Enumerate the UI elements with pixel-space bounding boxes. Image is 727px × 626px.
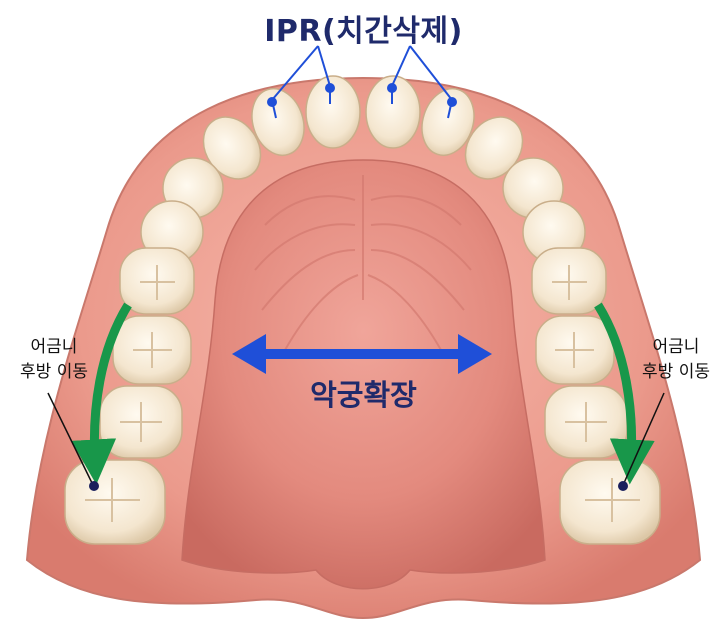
ipr-title: IPR(치간삭제) [264, 14, 463, 49]
molar-target-dot [89, 481, 99, 491]
palatal-rugae [254, 175, 472, 351]
ipr-connectors [271, 45, 453, 119]
palate [181, 159, 546, 590]
tooth-incisor [251, 88, 305, 156]
ipr-marker-dot [447, 97, 457, 107]
molar-distal-arrow-right [594, 302, 655, 485]
tooth-incisor [365, 75, 421, 149]
tooth-incisor [421, 88, 475, 156]
ipr-marker-dot [387, 83, 397, 93]
molar-distalization-label-left: 어금니 후방 이동 [2, 335, 106, 385]
arch-expansion-label: 악궁확장 [310, 378, 417, 412]
molar-label-left-line1: 어금니 [30, 337, 78, 357]
tooth-incisor [305, 75, 361, 149]
molar-label-right-line1: 어금니 [652, 337, 700, 357]
molar-grooves [85, 265, 640, 522]
molar-label-right-line2: 후방 이동 [642, 362, 710, 382]
tooth-molar [559, 459, 661, 545]
leader-line-right [623, 392, 665, 484]
ipr-marker-dot [267, 97, 277, 107]
ipr-marker-dot [325, 83, 335, 93]
tooth-molar [64, 459, 166, 545]
molar-target-dot [618, 481, 628, 491]
arch-expansion-arrow [232, 334, 492, 374]
molar-label-left-line2: 후방 이동 [20, 362, 88, 382]
leader-line-left [47, 392, 93, 484]
ipr-markers [267, 83, 457, 107]
molar-distal-arrow-left [71, 302, 132, 485]
molar-distalization-label-right: 어금니 후방 이동 [626, 335, 726, 385]
